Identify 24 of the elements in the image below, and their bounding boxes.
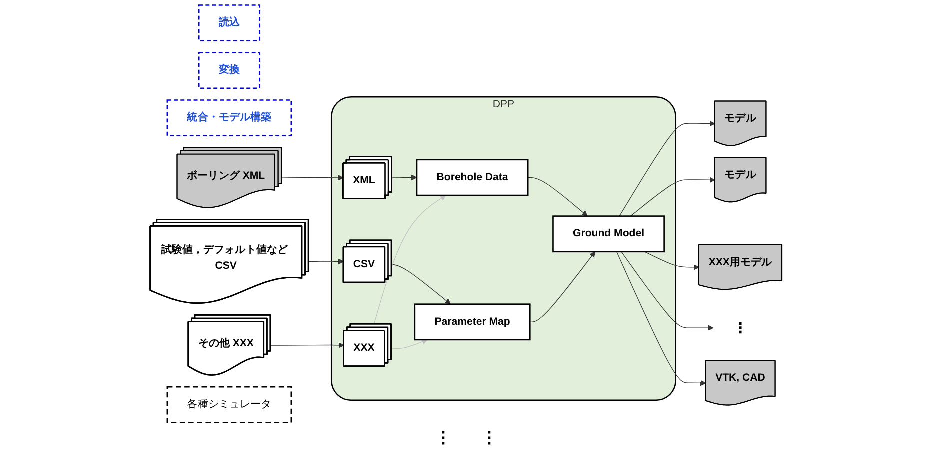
arrow (528, 177, 588, 217)
node-box: Borehole Data (416, 159, 530, 196)
arrow (308, 258, 344, 265)
node-box: 読込 (198, 4, 261, 42)
arrow (621, 252, 714, 331)
node-box: 統合・モデル構築 (167, 100, 292, 137)
node-text: ⋮ (734, 320, 748, 336)
arrow (392, 264, 452, 305)
arrow (620, 120, 716, 217)
ellipsis-text: ⋮ (436, 429, 452, 449)
arrow (616, 252, 707, 386)
node-box: Parameter Map (414, 304, 532, 341)
arrow (374, 195, 446, 325)
arrow (630, 177, 716, 217)
node-box: Ground Model (552, 216, 666, 253)
arrow (392, 339, 428, 350)
arrow (392, 174, 418, 181)
arrow (644, 252, 700, 270)
ellipsis-text: ⋮ (482, 429, 498, 449)
arrow (530, 252, 596, 322)
node-box: 変換 (198, 52, 261, 90)
node-box: 各種シミュレータ (167, 386, 292, 424)
arrow (270, 342, 345, 348)
arrow (282, 175, 344, 181)
